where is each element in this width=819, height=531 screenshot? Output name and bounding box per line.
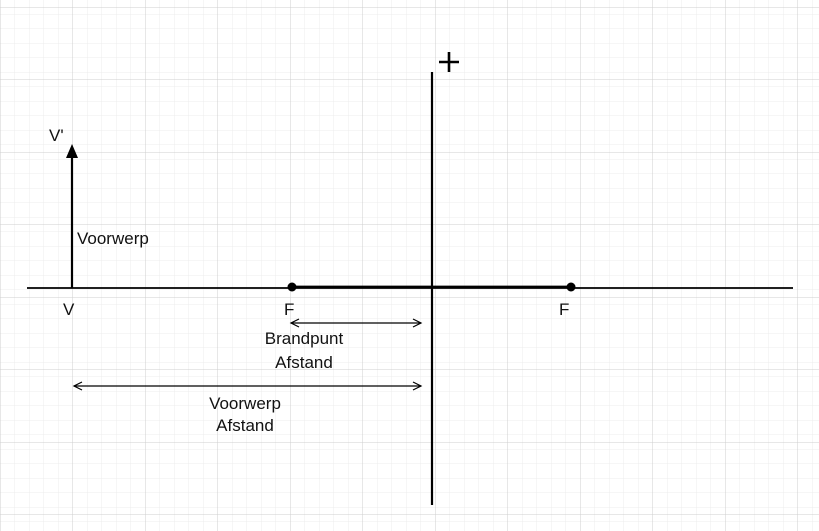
object-distance-label-2: Afstand bbox=[216, 416, 274, 435]
object-base-label: V bbox=[63, 300, 75, 319]
object-distance-arrow bbox=[72, 381, 423, 391]
object-name-label: Voorwerp bbox=[77, 229, 149, 248]
focal-right-label: F bbox=[559, 300, 569, 319]
focal-distance-label-2: Afstand bbox=[275, 353, 333, 372]
focal-point-right bbox=[566, 282, 576, 292]
focal-point-left bbox=[287, 282, 297, 292]
focal-left-label: F bbox=[284, 300, 294, 319]
object-arrow bbox=[66, 144, 78, 288]
object-distance-label-1: Voorwerp bbox=[209, 394, 281, 413]
object-top-label: V' bbox=[49, 126, 64, 145]
lens-plus-icon bbox=[439, 52, 459, 72]
focal-distance-label-1: Brandpunt bbox=[265, 329, 344, 348]
focal-distance-arrow bbox=[289, 318, 423, 328]
